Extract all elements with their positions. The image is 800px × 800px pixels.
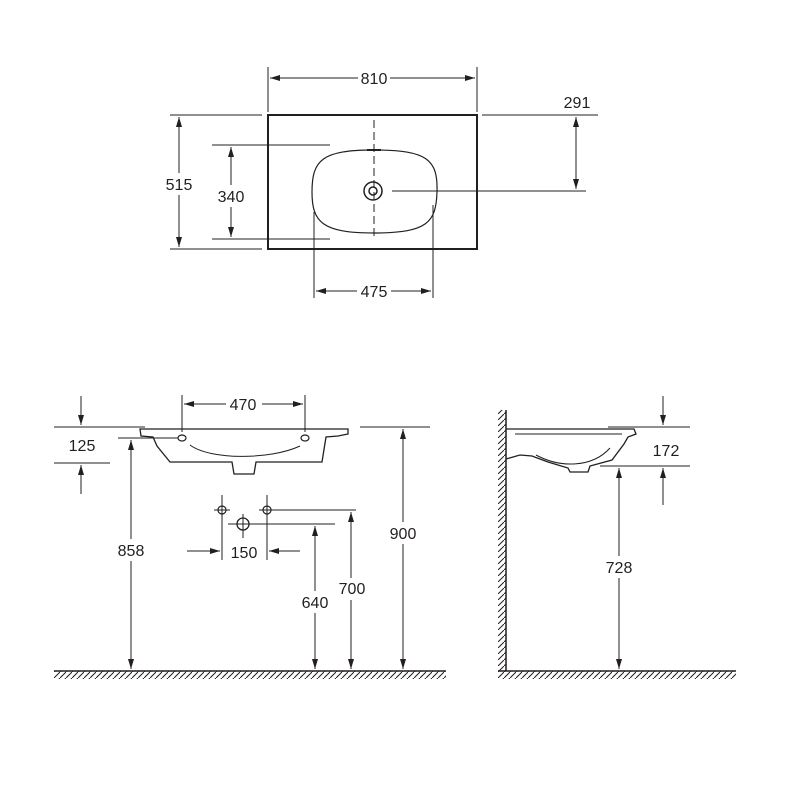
supply-point-left-icon <box>217 505 227 515</box>
wall-hatch <box>498 410 506 671</box>
drain-offset-label: 291 <box>564 95 591 112</box>
bracket-hole-right <box>300 434 310 442</box>
drain-outer-icon <box>363 181 383 201</box>
bowl-depth-label: 340 <box>218 189 245 206</box>
top-view: 810 515 340 475 291 <box>160 67 598 301</box>
basin-profile <box>139 428 349 475</box>
depth-label: 515 <box>166 177 193 194</box>
underside-height-label: 728 <box>606 560 633 577</box>
waste-point-icon <box>236 517 250 531</box>
width-label: 810 <box>361 71 388 88</box>
drain-inner-icon <box>368 186 378 196</box>
supply-height-label: 700 <box>339 581 366 598</box>
countertop-outline <box>267 114 478 250</box>
basin-height-label: 172 <box>653 443 680 460</box>
bracket-hole-left <box>177 434 187 442</box>
bowl-inner-curve <box>189 444 301 457</box>
bracket-spacing-label: 470 <box>230 397 257 414</box>
floor-hatch <box>54 671 446 679</box>
tap-spacing-label: 150 <box>231 545 258 562</box>
rim-height-label: 900 <box>390 526 417 543</box>
basin-side-inner <box>515 433 622 465</box>
waste-height-label: 640 <box>302 595 329 612</box>
basin-side-profile <box>505 428 637 473</box>
side-floor-hatch <box>498 671 736 679</box>
bowl-width-label: 475 <box>361 284 388 301</box>
rim-thickness-label: 125 <box>69 438 96 455</box>
supply-point-right-icon <box>262 505 272 515</box>
front-view: 470 125 858 900 150 <box>54 394 446 679</box>
side-view: 172 728 <box>498 396 736 679</box>
bracket-height-label: 858 <box>118 543 145 560</box>
